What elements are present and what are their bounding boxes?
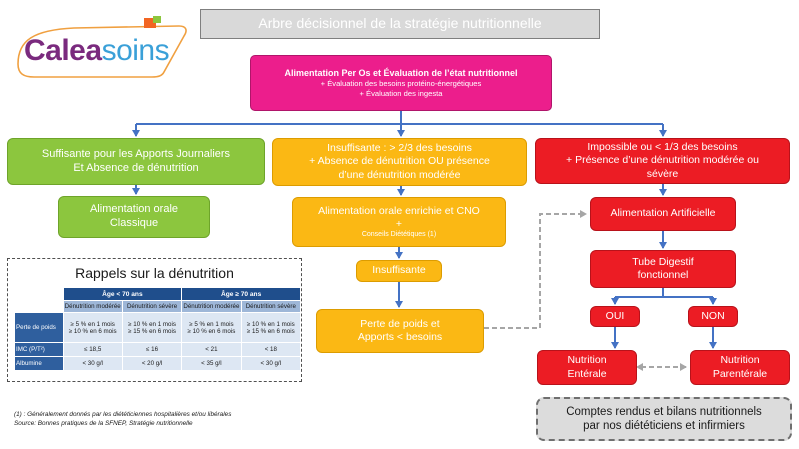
footnote-1: (1) : Généralement donnés par les diétét… [14,411,232,418]
table-cell: < 18 [240,342,302,357]
logo-text-part1: Calea [24,34,102,67]
table-cell: < 21 [181,342,242,357]
undernutrition-criteria-table: Âge < 70 ans Âge ≥ 70 ans Dénutrition mo… [14,287,302,371]
node-no-text: NON [701,309,725,322]
node-enteral-nutrition: Nutrition Entérale [537,350,637,385]
node-impossible-line1: Impossible ou < 1/3 des besoins [587,141,738,154]
node-impossible-intake: Impossible ou < 1/3 des besoins + Présen… [535,138,790,184]
node-functional-gut-line2: fonctionnel [637,269,689,281]
table-row-label-bmi: IMC (P/T²) [14,342,64,357]
node-sufficient-line1: Suffisante pour les Apports Journaliers [41,147,231,160]
table-subheader-severe-1: Dénutrition sévère [121,300,183,313]
node-insufficient-line2: + Absence de dénutrition OU présence [309,155,490,168]
node-still-insufficient-text: Insuffisante [372,264,426,277]
node-weight-loss: Perte de poids et Apports < besoins [316,309,484,353]
node-parenteral-nutrition: Nutrition Parentérale [690,350,790,385]
node-insufficient-line3: d’une dénutrition modérée [338,168,461,181]
logo-text-part2: soins [101,34,170,67]
table-row: IMC (P/T²) ≤ 18,5 ≤ 16 < 21 < 18 [14,342,302,357]
logo-swoosh-icon [17,16,187,78]
node-enriched-line2: + [395,217,403,230]
node-nutritional-assessment-line1: + Évaluation des besoins protéino-énergé… [320,79,482,89]
footnote-source: Source: Bonnes pratiques de la SFNEP, St… [14,419,193,427]
node-nutritional-assessment: Alimentation Per Os et Évaluation de l’é… [250,55,552,111]
table-cell-text: ≥ 5 % en 1 mois [189,320,234,328]
node-insufficient-line1: Insuffisante : > 2/3 des besoins [327,142,472,155]
node-still-insufficient: Insuffisante [356,260,442,282]
node-yes: OUI [590,306,640,327]
node-functional-gut-line1: Tube Digestif [632,255,694,268]
node-enriched-line3: Conseils Diététiques (1) [361,230,437,238]
node-nutritional-assessment-line2: + Évaluation des ingesta [359,88,443,98]
table-subheader-moderate-1: Dénutrition modérée [62,300,123,313]
footnotes: (1) : Généralement donnés par les diétét… [14,411,231,428]
node-no: NON [688,306,738,327]
node-yes-text: OUI [605,309,625,322]
table-cell: ≥ 10 % en 1 mois≥ 15 % en 6 mois [240,312,302,343]
node-nutritional-assessment-title: Alimentation Per Os et Évaluation de l’é… [284,67,518,78]
node-classic-line2: Classique [109,217,159,229]
table-cell-text: ≥ 15 % en 6 mois [246,327,295,335]
node-enriched-oral-feeding: Alimentation orale enrichie et CNO + Con… [292,197,506,247]
diagram-title-text: Arbre décisionnel de la stratégie nutrit… [258,15,542,32]
node-artificial-text: Alimentation Artificielle [610,207,716,220]
table-cell: ≤ 16 [121,342,183,357]
table-subheader-severe-2: Dénutrition sévère [240,300,302,313]
node-impossible-line3: sévère [646,167,679,180]
table-cell-text: ≥ 10 % en 6 mois [187,327,236,335]
node-weight-loss-line1: Perte de poids et [360,317,440,330]
node-reports: Comptes rendus et bilans nutritionnels p… [536,397,792,441]
table-cell-text: ≥ 15 % en 6 mois [128,327,176,335]
caleasoins-logo: Caleasoins [14,16,190,78]
table-cell-text: ≥ 10 % en 6 mois [68,327,117,335]
node-parenteral-line1: Nutrition [720,354,760,367]
table-corner-sub [14,300,64,313]
table-cell-text: ≥ 10 % en 1 mois [246,320,295,328]
undernutrition-reminder-title: Rappels sur la dénutrition [75,265,234,281]
table-cell: ≥ 5 % en 1 mois≥ 10 % en 6 mois [181,312,242,343]
node-functional-gut: Tube Digestif fonctionnel [590,250,736,288]
table-cell: < 20 g/l [121,356,183,371]
table-row-label-weight-loss: Perte de poids [14,312,64,343]
table-cell-text: ≥ 5 % en 1 mois [70,320,115,328]
node-reports-line2: par nos diététiciens et infirmiers [583,420,745,432]
node-impossible-line2: + Présence d’une dénutrition modérée ou [566,154,759,167]
table-header-age-under-70: Âge < 70 ans [62,287,183,301]
node-weight-loss-line2: Apports < besoins [357,331,443,343]
table-header-age-over-70: Âge ≥ 70 ans [181,287,301,301]
node-artificial-feeding: Alimentation Artificielle [590,197,736,231]
table-cell: ≥ 5 % en 1 mois≥ 10 % en 6 mois [62,312,123,343]
node-enteral-line1: Nutrition [567,354,607,367]
node-classic-oral-feeding: Alimentation orale Classique [58,196,210,238]
table-cell-text: ≥ 10 % en 1 mois [128,320,176,328]
node-parenteral-line2: Parentérale [712,367,768,380]
node-enteral-line2: Entérale [567,367,607,380]
table-row: Albumine < 30 g/l < 20 g/l < 35 g/l < 30… [14,356,302,371]
table-row: Perte de poids ≥ 5 % en 1 mois≥ 10 % en … [14,312,302,343]
table-subheader-moderate-2: Dénutrition modérée [181,300,242,313]
dashed-loss-to-artificial [484,210,587,329]
table-corner [14,287,64,301]
table-cell: ≥ 10 % en 1 mois≥ 15 % en 6 mois [121,312,183,343]
node-sufficient-line2: Et Absence de dénutrition [73,161,199,174]
table-cell: < 30 g/l [62,356,123,371]
table-cell: < 30 g/l [240,356,302,371]
table-cell: < 35 g/l [181,356,242,371]
node-classic-line1: Alimentation orale [89,203,179,216]
node-reports-line1: Comptes rendus et bilans nutritionnels [566,405,762,418]
diagram-title: Arbre décisionnel de la stratégie nutrit… [200,9,600,39]
table-row-label-albumin: Albumine [14,356,64,371]
node-enriched-line1: Alimentation orale enrichie et CNO [318,204,480,217]
table-cell: ≤ 18,5 [62,342,123,357]
node-insufficient-intake: Insuffisante : > 2/3 des besoins + Absen… [272,138,527,186]
node-sufficient-intake: Suffisante pour les Apports Journaliers … [7,138,265,185]
undernutrition-reminder-panel: Rappels sur la dénutrition Âge < 70 ans … [7,258,302,382]
